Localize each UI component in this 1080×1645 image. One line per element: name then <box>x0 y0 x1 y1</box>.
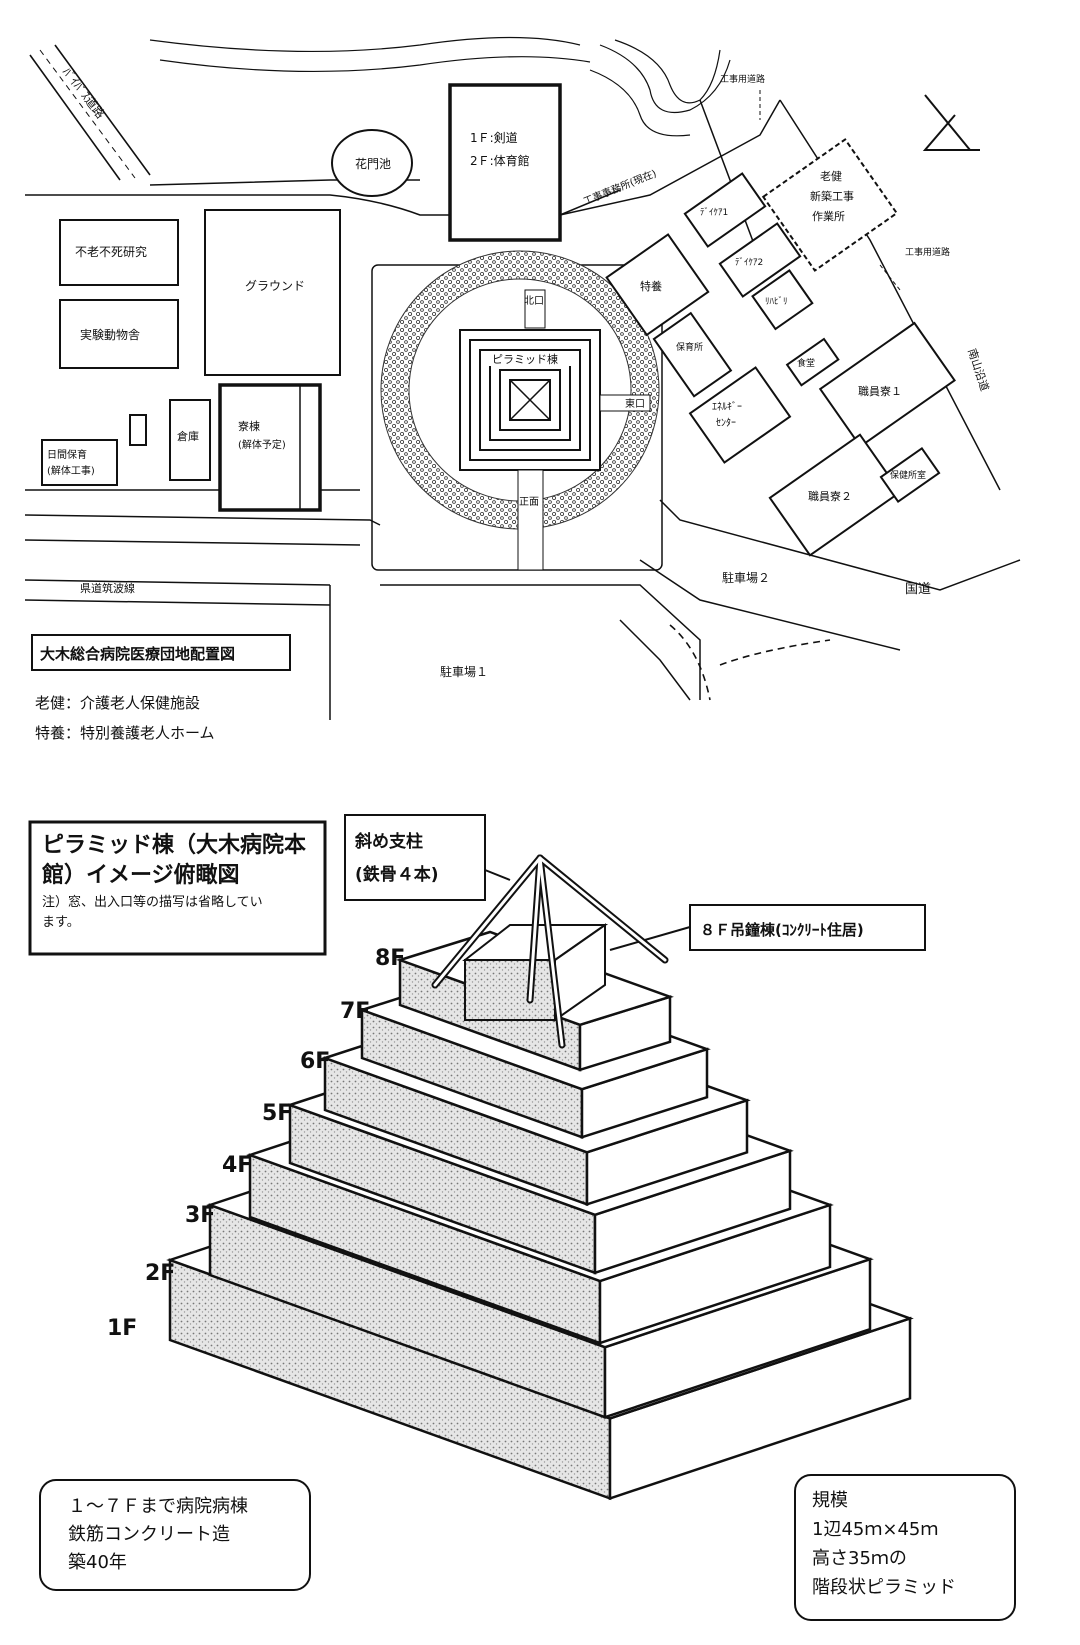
construction-road-label-2: 工事用道路 <box>905 246 950 258</box>
hanging-label: ８Ｆ吊鐘棟(ｺﾝｸﾘｰﾄ住居) <box>700 921 864 939</box>
pyramid-illustration: ピラミッド棟（大木病院本 館）イメージ俯瞰図 注）窓、出入口等の描写は省略してい… <box>28 814 1016 1621</box>
staff2-label: 職員寮２ <box>808 489 852 503</box>
traffic-arrows <box>669 624 831 701</box>
animal-label: 実験動物舎 <box>80 327 140 342</box>
dorm-label-2: (解体予定) <box>238 438 286 451</box>
east-gate-label: 東口 <box>625 397 645 410</box>
strut-label-line-1: 斜め支柱 <box>354 831 423 852</box>
tokuyo-label: 特養 <box>640 279 662 293</box>
ground-label: グラウンド <box>245 279 305 293</box>
dorm-label-1: 寮棟 <box>238 419 260 433</box>
legend-line-1: 老健：介護老人保健施設 <box>35 694 200 712</box>
parking1-label: 駐車場１ <box>440 664 488 679</box>
animal-building <box>59 299 179 369</box>
roken-label-1: 老健 <box>820 170 842 183</box>
daycare-label-2: (解体工事) <box>47 464 95 477</box>
construction-road-label-1: 工事用道路 <box>720 73 765 85</box>
daycare-building <box>41 439 118 486</box>
daycare-center-label-1: ﾃﾞｲｹｱ1 <box>700 207 728 218</box>
pond <box>331 129 413 197</box>
floor-label-8f: 8F <box>375 946 405 971</box>
staff1-label: 職員寮１ <box>858 384 902 398</box>
scale-note-line-3: 高さ35ｍの <box>812 1548 907 1569</box>
pond-label: 花門池 <box>355 156 391 171</box>
warehouse <box>169 399 211 481</box>
small-building <box>129 414 147 446</box>
roken-label-3: 作業所 <box>812 210 845 223</box>
pyramid-title-line-2: 館）イメージ俯瞰図 <box>42 862 240 888</box>
floor-label-7f: 7F <box>340 999 370 1024</box>
roken-label-2: 新築工事 <box>810 189 854 203</box>
pyramid-note-line-1: 注）窓、出入口等の描写は省略してい <box>42 894 263 910</box>
gym-label-2: 2Ｆ:体育館 <box>470 153 530 168</box>
hospital-note-line-3: 築40年 <box>68 1552 127 1573</box>
pyramid-building-plan <box>459 329 601 471</box>
floor-label-5f: 5F <box>262 1101 292 1126</box>
scale-note-line-4: 階段状ピラミッド <box>812 1577 956 1598</box>
road-left-label: 県道筑波線 <box>80 581 135 595</box>
pyramid-title-line-1: ピラミッド棟（大木病院本 <box>42 832 306 858</box>
scale-note-line-2: 1辺45ｍ×45ｍ <box>812 1519 938 1540</box>
pyramid-note-line-2: ます。 <box>42 915 80 930</box>
legend-line-2: 特養：特別養護老人ホーム <box>35 724 215 742</box>
strut-label-box <box>344 814 486 901</box>
research-label: 不老不死研究 <box>75 244 147 259</box>
hospital-note-line-1: １～７Ｆまで病院病棟 <box>68 1496 248 1517</box>
daycare-center-label-4: 保育所 <box>676 341 703 353</box>
contour-lines <box>149 36 731 137</box>
north-gate-label: 北口 <box>524 295 544 307</box>
daycare-center-label-3: ﾘﾊﾋﾞﾘ <box>765 296 788 307</box>
hospital-note-box <box>39 1479 311 1591</box>
power-label: 保健所室 <box>890 469 926 481</box>
floor-label-6f: 6F <box>300 1049 330 1074</box>
energy-label-1: ｴﾈﾙｷﾞｰ <box>712 401 742 413</box>
north-arrow-icon <box>922 94 980 151</box>
dorm-building <box>218 383 322 512</box>
floor-label-3f: 3F <box>185 1203 215 1228</box>
pyramid-title-box <box>28 820 327 956</box>
gym-building <box>448 83 562 242</box>
right-buildings: 特養 保育所 ﾃﾞｲｹｱ1 ﾃﾞｲｹｱ2 ﾘﾊﾋﾞﾘ 老健 新築工事 作業所 食… <box>605 138 956 557</box>
site-map-title-box <box>31 634 291 671</box>
scale-note-line-1: 規模 <box>812 1490 848 1511</box>
floor-label-1f: 1F <box>107 1316 137 1341</box>
energy-label-2: ｾﾝﾀｰ <box>716 417 736 429</box>
road-top-left-label: ﾊﾞｲﾊﾟｽ道路 <box>60 65 109 122</box>
floor-labels: 8F 7F 6F 5F 4F 3F 2F 1F <box>107 946 405 1341</box>
parking2-label: 駐車場２ <box>722 570 770 585</box>
research-building <box>59 219 179 286</box>
floor-label-4f: 4F <box>222 1153 252 1178</box>
site-map-title: 大木総合病院医療団地配置図 <box>40 645 235 663</box>
daycare-center-label-2: ﾃﾞｲｹｱ2 <box>735 257 763 268</box>
gym-label-1: 1Ｆ:剣道 <box>470 131 518 145</box>
hospital-note-line-2: 鉄筋コンクリート造 <box>68 1524 230 1545</box>
main-gate-label: 正面 <box>519 497 539 508</box>
floor-label-2f: 2F <box>145 1261 175 1286</box>
road-right-label: 南山沿道 <box>965 347 992 393</box>
warehouse-label: 倉庫 <box>177 429 199 443</box>
strut-label-line-2: (鉄骨４本) <box>355 864 439 885</box>
pyramid-tiers <box>166 930 914 1501</box>
daycare-label-1: 日間保育 <box>47 448 87 461</box>
roads <box>24 99 1021 720</box>
bypass-road <box>29 44 151 181</box>
ground <box>204 209 341 376</box>
shokudo-label: 食堂 <box>797 357 815 369</box>
scale-note-box <box>794 1474 1016 1621</box>
site-map: ﾊﾞｲﾊﾟｽ道路 県道筑波線 国道 南山沿道 <box>24 36 1021 742</box>
national-road-label: 国道 <box>905 582 931 597</box>
pyramid-plan-label: ピラミッド棟 <box>492 352 558 366</box>
